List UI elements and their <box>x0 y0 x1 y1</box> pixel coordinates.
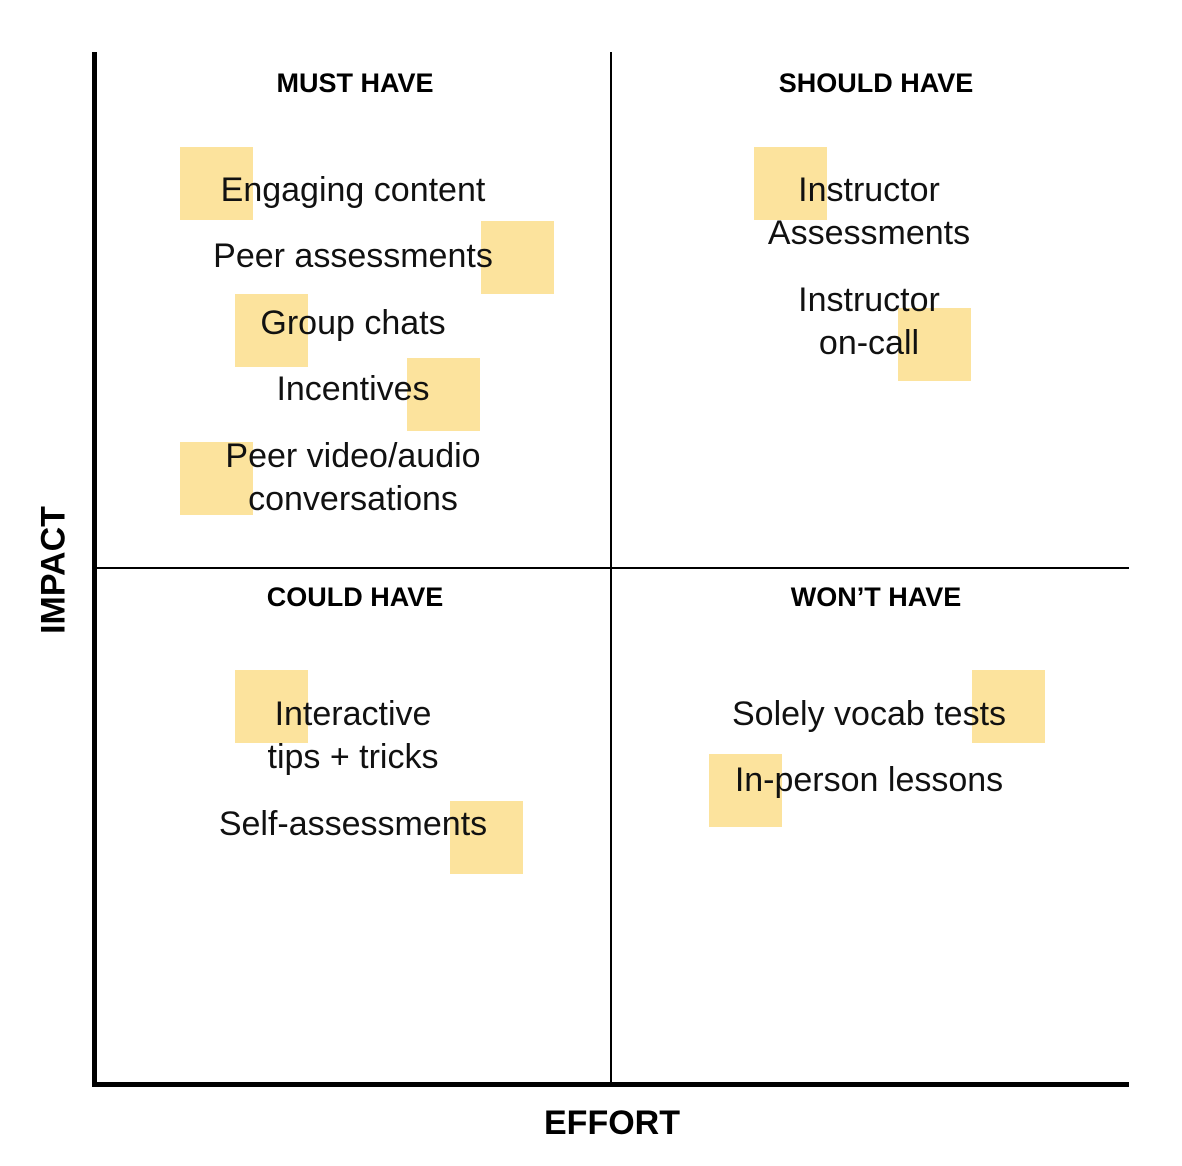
y-axis-line <box>92 52 97 1087</box>
sticky-note-self-assessments[interactable] <box>450 801 523 874</box>
item-line: on-call <box>818 324 920 362</box>
item-label-instructor-on-call: Instructor on-call <box>669 279 1069 365</box>
quadrant-title-must-have: MUST HAVE <box>276 68 434 98</box>
item-line: Assessments <box>767 214 971 252</box>
sticky-note-peer-assessments[interactable] <box>481 221 554 294</box>
sticky-note-instructor-assessments[interactable] <box>754 147 827 220</box>
item-label-solely-vocab-tests: Solely vocab tests <box>669 693 1069 736</box>
item-label-interactive-tips: Interactive tips + tricks <box>153 693 553 779</box>
item-line: tips + tricks <box>267 738 439 776</box>
item-line: Instructor <box>798 171 940 209</box>
sticky-note-solely-vocab-tests[interactable] <box>972 670 1045 743</box>
x-axis-label: EFFORT <box>544 1104 680 1142</box>
sticky-note-interactive-tips[interactable] <box>235 670 308 743</box>
item-line: Instructor <box>798 281 940 319</box>
item-line: Peer assessments <box>213 237 493 275</box>
sticky-note-group-chats[interactable] <box>235 294 308 367</box>
sticky-note-engaging-content[interactable] <box>180 147 253 220</box>
x-axis-line <box>92 1082 1129 1087</box>
item-label-group-chats: Group chats <box>153 302 553 345</box>
item-line: Engaging content <box>220 171 486 209</box>
item-label-self-assessments: Self-assessments <box>153 803 553 846</box>
item-label-engaging-content: Engaging content <box>153 169 553 212</box>
item-line: Self-assessments <box>218 805 488 843</box>
item-line: In-person lessons <box>734 761 1004 799</box>
item-line: conversations <box>248 480 458 518</box>
quadrant-title-could-have: COULD HAVE <box>266 582 444 612</box>
item-line: Interactive <box>274 695 432 733</box>
item-label-incentives: Incentives <box>153 368 553 411</box>
quadrant-title-wont-have: WON’T HAVE <box>790 582 962 612</box>
sticky-note-peer-video-audio[interactable] <box>180 442 253 515</box>
quadrant-divider-horizontal <box>95 567 1129 569</box>
item-line: Incentives <box>276 370 430 408</box>
sticky-note-instructor-on-call[interactable] <box>898 308 971 381</box>
item-line: Solely vocab tests <box>731 695 1007 733</box>
item-line: Peer video/audio <box>225 437 481 475</box>
sticky-note-incentives[interactable] <box>407 358 480 431</box>
item-label-instructor-assessments: Instructor Assessments <box>669 169 1069 255</box>
sticky-note-in-person-lessons[interactable] <box>709 754 782 827</box>
quadrant-title-should-have: SHOULD HAVE <box>778 68 974 98</box>
item-line: Group chats <box>260 304 446 342</box>
item-label-in-person-lessons: In-person lessons <box>669 759 1069 802</box>
y-axis-label: IMPACT <box>34 506 73 634</box>
item-label-peer-video-audio: Peer video/audio conversations <box>153 435 553 521</box>
item-label-peer-assessments: Peer assessments <box>153 235 553 278</box>
